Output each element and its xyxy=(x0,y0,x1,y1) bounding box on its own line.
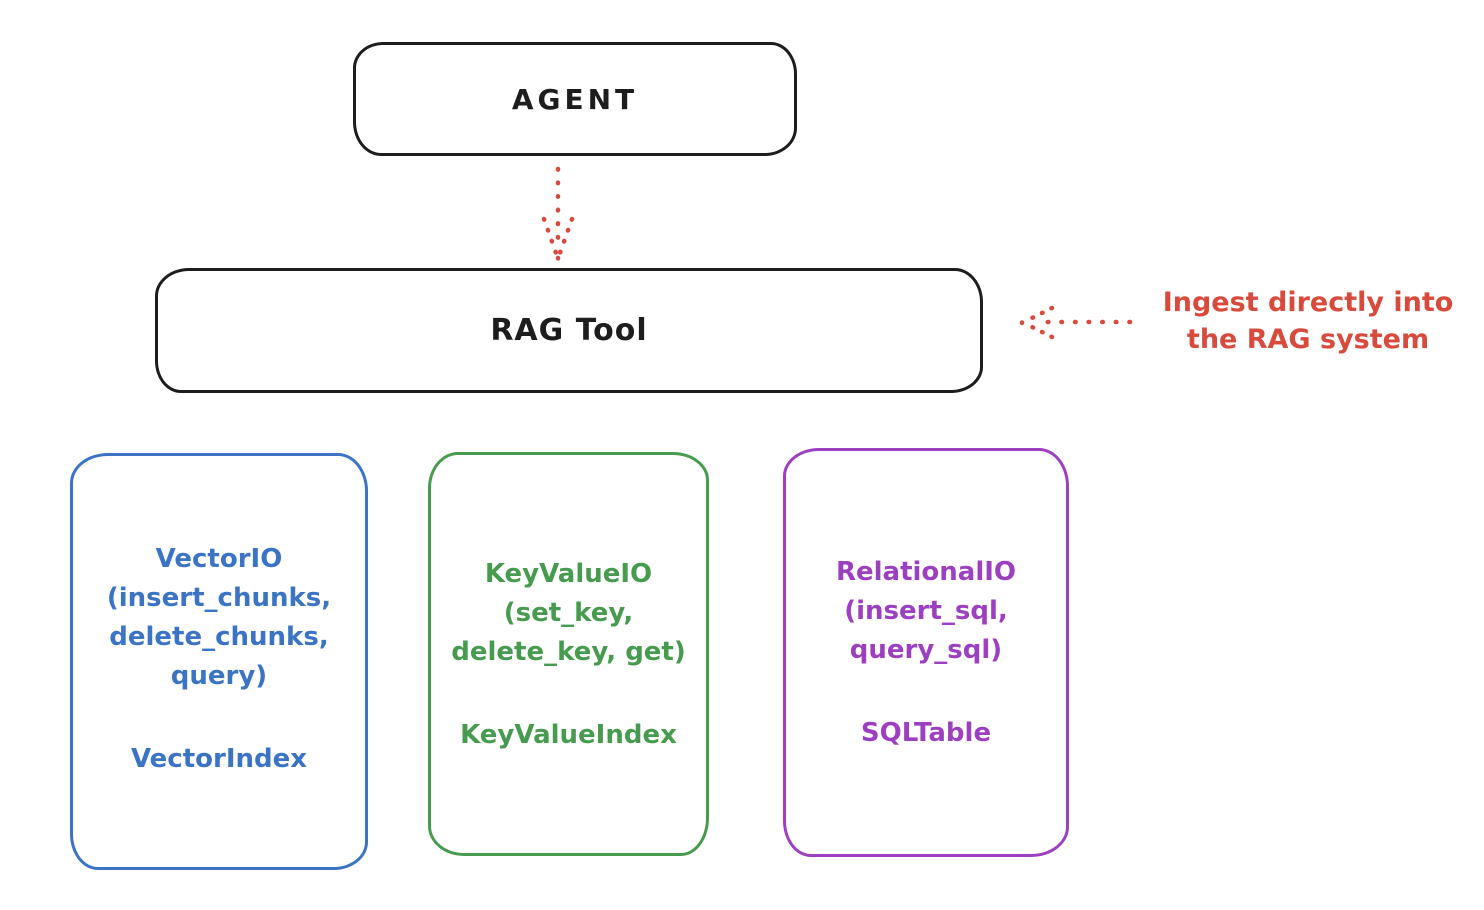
ingest-annotation-text: Ingest directly into the RAG system xyxy=(1162,287,1454,355)
keyvalue-io-node[interactable]: KeyValueIO (set_key, delete_key, get) Ke… xyxy=(428,452,709,856)
vector-index-label: VectorIndex xyxy=(130,744,308,774)
agent-to-rag-arrow[interactable] xyxy=(541,166,575,261)
relational-io-node[interactable]: RelationalIO (insert_sql, query_sql) SQL… xyxy=(783,448,1069,857)
keyvalue-index-label: KeyValueIndex xyxy=(460,720,677,750)
sql-table-label: SQLTable xyxy=(860,718,992,748)
annotation-to-rag-arrow[interactable] xyxy=(1019,305,1133,340)
rag-tool-node[interactable]: RAG Tool xyxy=(155,268,983,393)
rag-tool-label: RAG Tool xyxy=(490,313,648,348)
vector-io-api-label: VectorIO (insert_chunks, delete_chunks, … xyxy=(106,544,332,691)
keyvalue-io-api-label: KeyValueIO (set_key, delete_key, get) xyxy=(451,559,686,667)
vector-io-node[interactable]: VectorIO (insert_chunks, delete_chunks, … xyxy=(70,453,368,870)
agent-node[interactable]: AGENT xyxy=(353,42,797,156)
agent-label: AGENT xyxy=(511,82,639,116)
relational-io-api-label: RelationalIO (insert_sql, query_sql) xyxy=(835,557,1017,665)
